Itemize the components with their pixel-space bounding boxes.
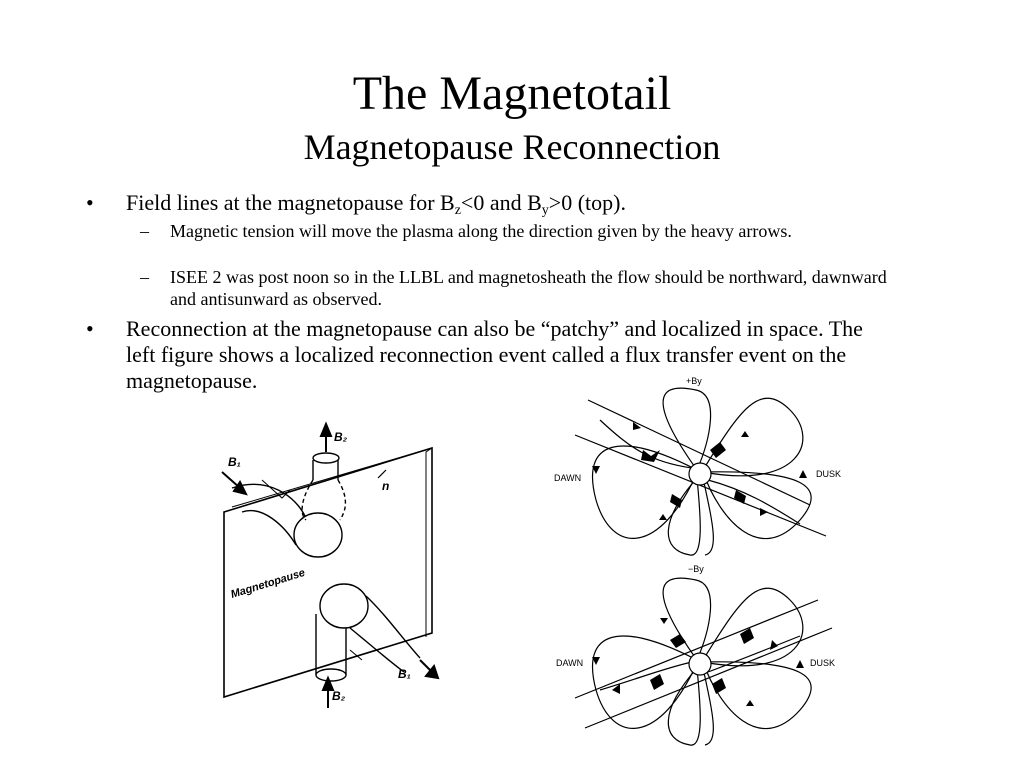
bullet-1-text-post: >0 (top). [548,190,626,215]
bullet-1-sub-y: y [541,203,549,218]
b1-top-label: B₁ [228,455,241,469]
top-label: +By [686,376,702,386]
top-diagram-arrows [592,422,807,520]
b2-bottom-label: B₂ [332,689,346,703]
slide-title: The Magnetotail [352,67,672,120]
bullet-1-text: Field lines at the magnetopause for Bz<0… [126,190,886,218]
subbullet-marker: – [140,267,149,287]
n-label: n [382,479,389,493]
slide-subtitle: Magnetopause Reconnection [303,127,721,167]
bullet-1-sub-z: z [454,203,461,218]
dawn-label-bottom: DAWN [556,658,583,668]
lower-flux-tube [315,583,421,682]
bullet-1-text-pre: Field lines at the magnetopause for B [126,190,455,215]
bottom-label: −By [688,564,704,574]
upper-flux-tube [231,452,347,558]
dawn-label-top: DAWN [554,473,581,483]
b2-top-label: B₂ [334,430,348,444]
subbullet-1-text: Magnetic tension will move the plasma al… [170,221,792,241]
subbullet-2-text: ISEE 2 was post noon so in the LLBL and … [170,267,887,309]
dusk-label-bottom: DUSK [810,658,835,668]
bullet-marker: • [86,316,94,341]
dusk-label-top: DUSK [816,469,841,479]
subbullet-marker: – [140,221,149,241]
field-arrows [221,421,440,708]
b1-bottom-label: B₁ [398,667,411,681]
magnetopause-plane [223,446,433,699]
bullet-2-text: Reconnection at the magnetopause can als… [126,316,863,393]
bullet-1-text-mid: <0 and B [460,190,542,215]
bottom-diagram-arrows [592,618,804,706]
top-diagram [574,387,827,556]
bullet-marker: • [86,190,94,215]
bottom-diagram [574,577,833,746]
